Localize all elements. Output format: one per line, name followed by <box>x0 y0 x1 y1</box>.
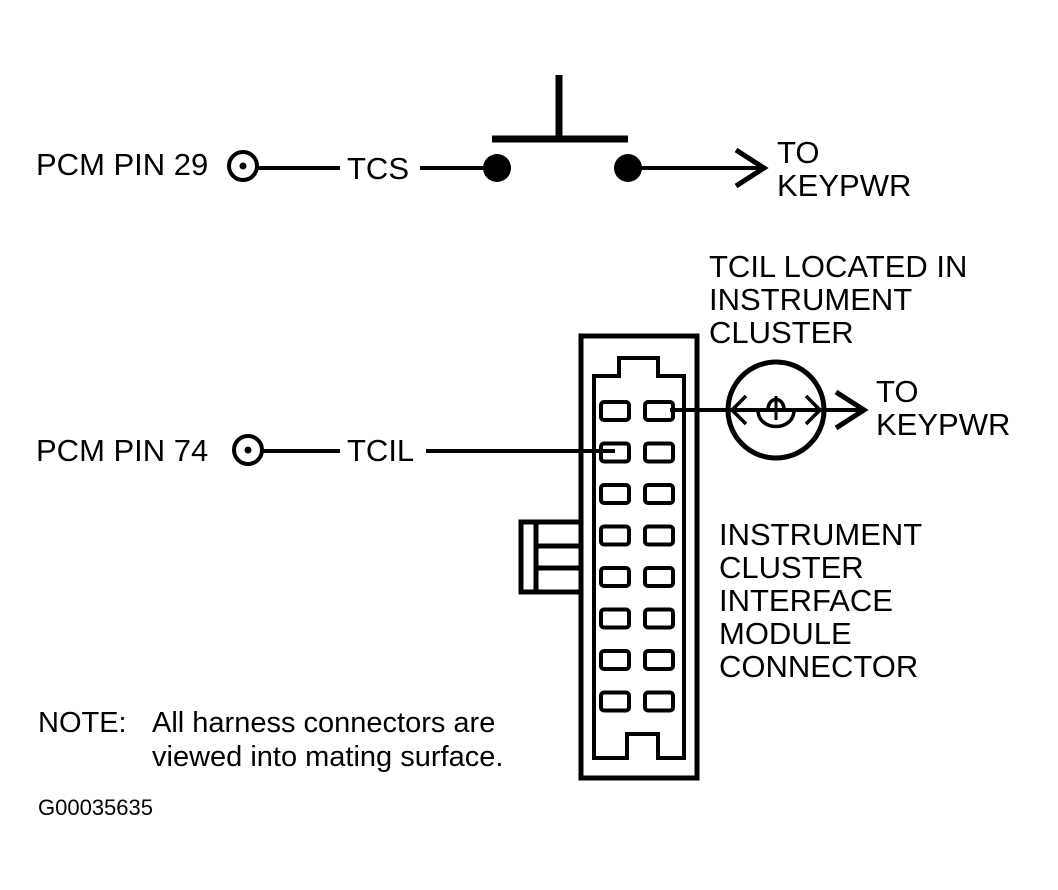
tcil-circuit <box>232 359 869 466</box>
note-prefix: NOTE: <box>38 707 127 739</box>
connector-cavity <box>599 441 631 464</box>
connector-label-line: CONNECTOR <box>719 649 919 684</box>
tcs-destination-label: TO KEYPWR <box>777 136 911 202</box>
connector-cavity <box>643 607 675 630</box>
tcil-destination-label: TO KEYPWR <box>876 375 1010 441</box>
connector-cavity <box>643 566 675 588</box>
connector-label-line: CLUSTER <box>719 550 864 585</box>
tcs-keypwr-arrow-icon <box>734 147 769 189</box>
tcil-lamp-note: TCIL LOCATED IN INSTRUMENT CLUSTER <box>709 250 967 349</box>
connector-inner-outline <box>592 356 686 760</box>
connector-latch-icon <box>518 519 581 595</box>
tcil-lamp-note-line: CLUSTER <box>709 315 854 350</box>
connector-housing <box>578 333 700 781</box>
connector-cavity <box>599 607 631 630</box>
connector-cavity <box>643 524 675 547</box>
pcm-pin-29-terminal-icon <box>227 150 259 182</box>
tcil-destination-line: KEYPWR <box>876 407 1011 442</box>
connector-cavity <box>643 400 675 422</box>
tcs-destination-line: TO <box>777 135 820 170</box>
tcs-circuit <box>227 75 769 189</box>
note-line: viewed into mating surface. <box>152 741 504 773</box>
connector-cavity <box>599 690 631 713</box>
pcm-pin-74-terminal-icon <box>232 434 264 466</box>
figure-id: G00035635 <box>38 795 153 820</box>
connector-cavity <box>643 483 675 505</box>
note-text: All harness connectors are viewed into m… <box>152 706 503 774</box>
connector-cavity <box>599 400 631 422</box>
connector-cavity <box>599 483 631 505</box>
connector-cavity <box>643 649 675 671</box>
tcil-destination-line: TO <box>876 374 919 409</box>
pcm-pin-29-label: PCM PIN 29 <box>36 147 209 182</box>
tcs-switch-icon <box>483 75 642 182</box>
tcil-lamp-note-line: TCIL LOCATED IN <box>709 249 968 284</box>
tcil-keypwr-arrow-icon <box>834 389 869 431</box>
connector-label-line: MODULE <box>719 616 852 651</box>
connector-cavity <box>599 524 631 547</box>
connector-cavity <box>599 566 631 588</box>
instrument-cluster-connector <box>518 333 700 781</box>
connector-cavity <box>643 690 675 713</box>
tcs-destination-line: KEYPWR <box>777 168 912 203</box>
connector-label: INSTRUMENT CLUSTER INTERFACE MODULE CONN… <box>719 518 922 683</box>
connector-cavities <box>599 400 675 713</box>
tcs-wire-label: TCS <box>347 151 409 186</box>
note-line: All harness connectors are <box>152 707 496 739</box>
pcm-pin-74-label: PCM PIN 74 <box>36 433 209 468</box>
tcil-lamp-icon <box>725 359 827 461</box>
tcil-lamp-note-line: INSTRUMENT <box>709 282 913 317</box>
connector-cavity <box>599 649 631 671</box>
connector-cavity <box>643 441 675 464</box>
connector-label-line: INTERFACE <box>719 583 893 618</box>
connector-label-line: INSTRUMENT <box>719 517 923 552</box>
tcil-wire-label: TCIL <box>347 433 415 468</box>
